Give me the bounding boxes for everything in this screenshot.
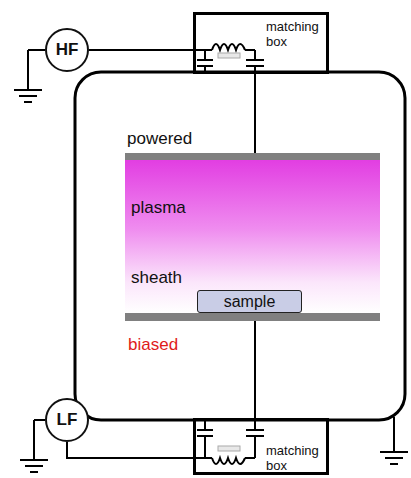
plasma-region: plasma sheath sample — [125, 160, 380, 313]
source-name: LF — [57, 410, 78, 430]
source-circle: LF — [45, 398, 89, 442]
wire — [89, 49, 193, 51]
matching-box: matching box — [193, 12, 329, 74]
biased-electrode — [125, 313, 380, 321]
ground-symbol — [380, 417, 408, 464]
powered-electrode — [125, 153, 380, 160]
source-name: HF — [56, 40, 79, 60]
ground-symbol — [20, 420, 48, 472]
sample-box: sample — [197, 290, 302, 313]
box-label: matching box — [266, 19, 326, 49]
bottom-matching-network — [196, 321, 264, 464]
top-matching-network — [196, 44, 264, 153]
region-label: sheath — [131, 268, 182, 288]
chamber-wall — [75, 72, 405, 420]
electrode-label: powered — [127, 129, 192, 149]
source-circle: HF — [45, 28, 89, 72]
coax-feed — [218, 446, 240, 451]
region-label: plasma — [131, 198, 186, 218]
ground-symbol — [14, 50, 45, 102]
box-label: matching box — [266, 443, 326, 473]
matching-box: matching box — [193, 418, 329, 475]
wire — [67, 442, 193, 458]
region-label: sample — [224, 293, 276, 311]
coax-feed — [218, 53, 240, 58]
electrode-label: biased — [128, 335, 178, 355]
